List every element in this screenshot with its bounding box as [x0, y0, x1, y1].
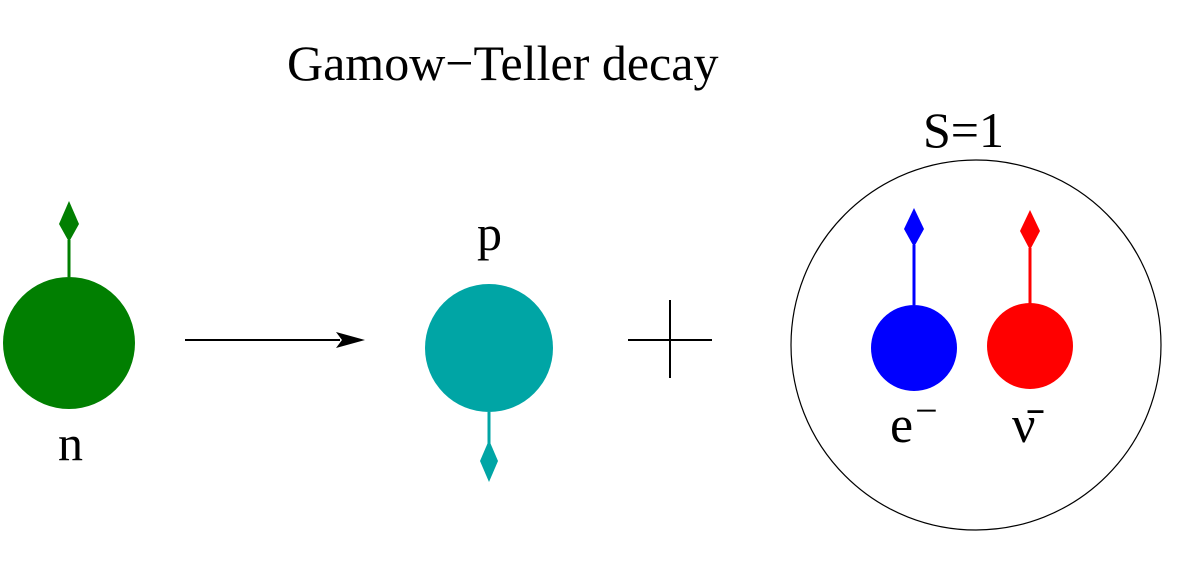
proton [425, 284, 553, 482]
electron-circle [871, 305, 957, 391]
electron-label-base: e [890, 397, 914, 454]
proton-circle [425, 284, 553, 412]
antineutrino [987, 210, 1073, 389]
proton-spin-arrow-icon [480, 440, 498, 482]
electron-label-superscript: − [915, 388, 938, 433]
plus-icon [628, 300, 712, 378]
pair-enclosure-circle [790, 159, 1162, 531]
neutron [3, 201, 135, 409]
spin-label: S=1 [923, 102, 1005, 158]
electron-spin-arrow-icon [904, 208, 924, 247]
proton-label: p [477, 205, 502, 261]
electron [871, 208, 957, 391]
antineutrino-spin-arrow-icon [1020, 210, 1040, 250]
antineutrino-circle [987, 303, 1073, 389]
diagram-title: Gamow−Teller decay [287, 35, 719, 91]
neutron-circle [3, 277, 135, 409]
electron-label: e− [890, 391, 938, 454]
arrow-right-icon [185, 332, 365, 348]
neutron-label: n [58, 415, 83, 471]
antineutrino-label: ν̄ [1012, 397, 1036, 454]
neutron-spin-arrow-icon [59, 201, 79, 242]
